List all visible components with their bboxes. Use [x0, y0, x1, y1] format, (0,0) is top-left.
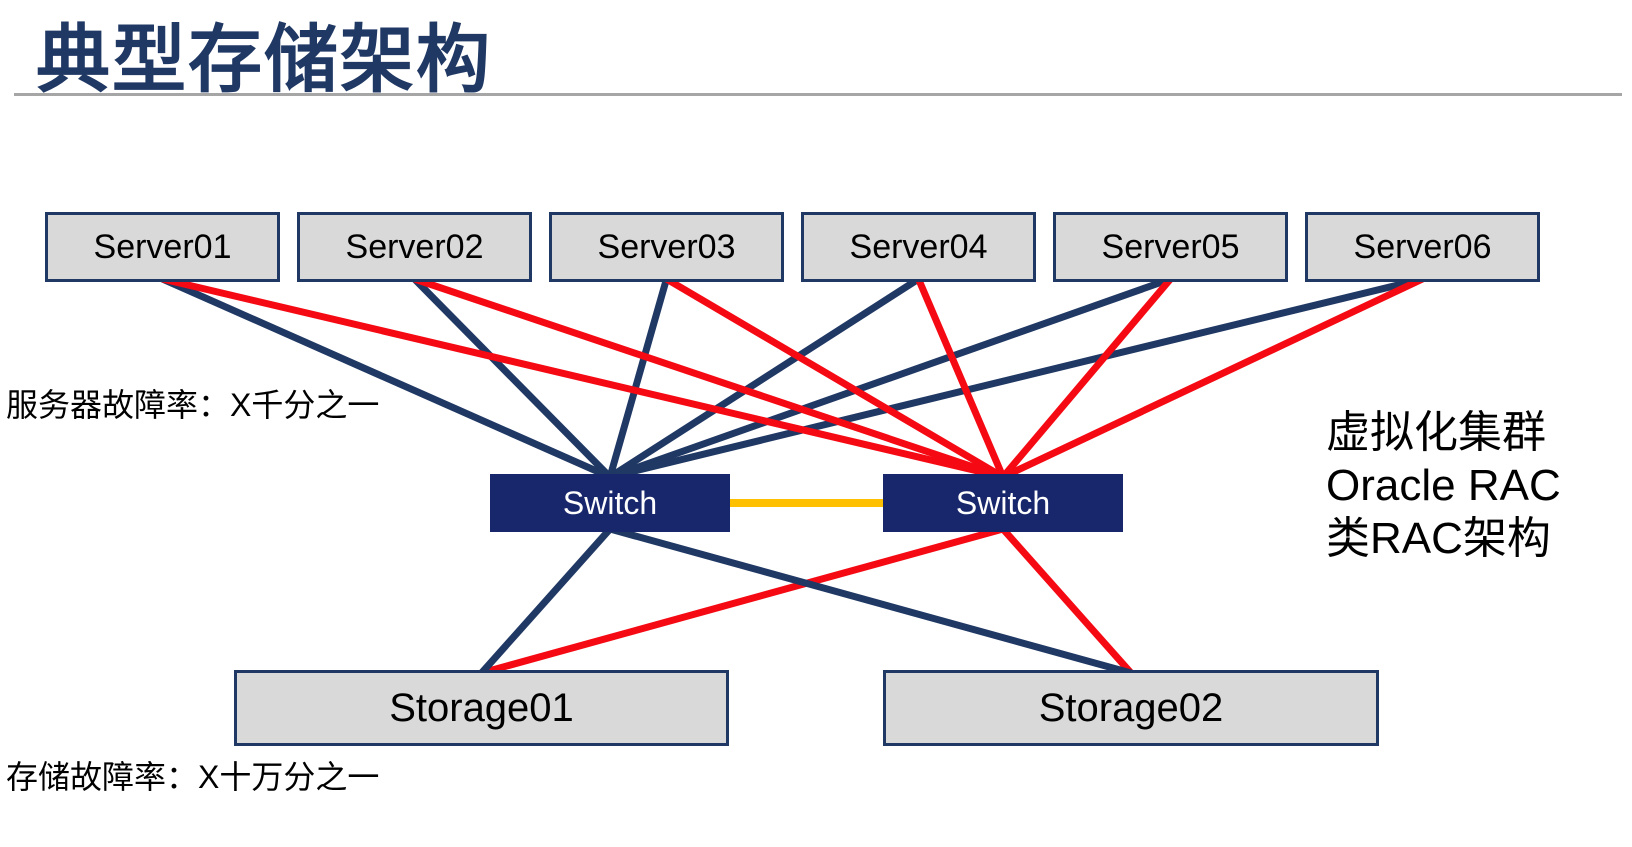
cluster-note-line-3: 类RAC架构 — [1326, 514, 1551, 563]
edge-line-switch-left-to-storage01 — [478, 526, 613, 676]
edge-line-switch-right-to-storage02 — [1000, 526, 1134, 676]
server-failure-rate-label: 服务器故障率：X千分之一 — [6, 387, 380, 423]
node-server04: Server04 — [801, 212, 1036, 282]
edge-line-server05-to-switch-right — [1000, 276, 1174, 480]
node-storage02-label: Storage02 — [1038, 685, 1224, 730]
edge-line-server04-to-switch-left — [608, 276, 921, 480]
node-storage02: Storage02 — [883, 670, 1379, 746]
node-switch-right-label: Switch — [955, 484, 1051, 521]
edge-line-server05-to-switch-left — [608, 275, 1172, 481]
edge-line-switch-left-to-storage02 — [609, 525, 1132, 677]
node-switch-left: Switch — [490, 474, 730, 532]
edge-line-server03-to-switch-right — [664, 275, 1005, 481]
node-server06-label: Server06 — [1353, 227, 1492, 266]
node-server03: Server03 — [549, 212, 784, 282]
node-server01: Server01 — [45, 212, 280, 282]
node-server01-label: Server01 — [93, 227, 232, 266]
node-server02: Server02 — [297, 212, 532, 282]
page-title: 典型存储架构 — [36, 18, 492, 101]
node-server04-label: Server04 — [849, 227, 988, 266]
edge-line-switch-right-to-storage01 — [480, 525, 1004, 677]
cluster-note: 虚拟化集群 Oracle RAC 类RAC架构 — [1326, 406, 1561, 565]
edge-line-server06-to-switch-left — [609, 275, 1424, 481]
edge-line-server06-to-switch-right — [1001, 275, 1424, 481]
title-divider-line — [14, 93, 1622, 96]
node-switch-left-label: Switch — [562, 484, 658, 521]
cluster-note-line-1: 虚拟化集群 — [1326, 408, 1546, 457]
edge-line-server02-to-switch-left — [412, 276, 613, 480]
edge-line-server03-to-switch-left — [606, 278, 670, 478]
node-storage01: Storage01 — [234, 670, 729, 746]
cluster-note-line-2: Oracle RAC — [1326, 461, 1561, 510]
edge-line-server02-to-switch-right — [413, 275, 1005, 481]
edge-line-server04-to-switch-right — [915, 277, 1007, 479]
edge-line-server01-to-switch-left — [161, 275, 612, 481]
node-switch-right: Switch — [883, 474, 1123, 532]
node-server05-label: Server05 — [1101, 227, 1240, 266]
storage-failure-rate-label: 存储故障率：X十万分之一 — [6, 759, 380, 795]
edge-line-server01-to-switch-right — [161, 275, 1004, 481]
node-server06: Server06 — [1305, 212, 1540, 282]
node-server03-label: Server03 — [597, 227, 736, 266]
node-server05: Server05 — [1053, 212, 1288, 282]
node-server02-label: Server02 — [345, 227, 484, 266]
node-storage01-label: Storage01 — [389, 685, 574, 730]
